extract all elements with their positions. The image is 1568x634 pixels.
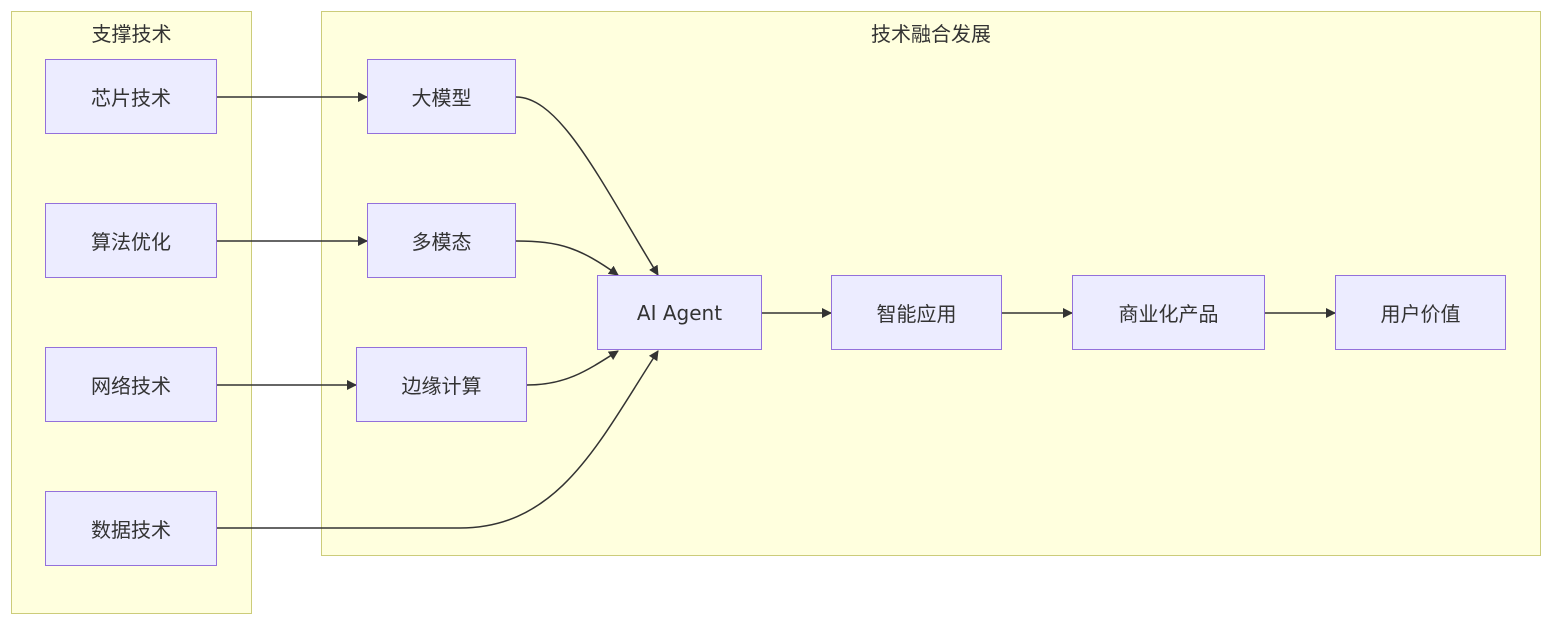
edge-llm-to-agent: [515, 96, 659, 276]
node-edge-computing[interactable]: 边缘计算: [356, 347, 527, 422]
node-smart-application[interactable]: 智能应用: [831, 275, 1002, 350]
node-large-model[interactable]: 大模型: [367, 59, 516, 134]
node-user-value[interactable]: 用户价值: [1335, 275, 1506, 350]
edge-edge-to-agent: [526, 350, 619, 386]
node-network-tech[interactable]: 网络技术: [45, 347, 217, 422]
node-ai-agent[interactable]: AI Agent: [597, 275, 762, 350]
node-multimodal[interactable]: 多模态: [367, 203, 516, 278]
node-chip-tech[interactable]: 芯片技术: [45, 59, 217, 134]
node-algorithm-optimization[interactable]: 算法优化: [45, 203, 217, 278]
node-commercial-product[interactable]: 商业化产品: [1072, 275, 1265, 350]
edge-data-to-agent: [217, 350, 659, 529]
edge-multimodal-to-agent: [515, 240, 619, 276]
cluster-title-support-tech: 支撑技术: [91, 22, 172, 46]
node-data-tech[interactable]: 数据技术: [45, 491, 217, 566]
cluster-title-tech-fusion: 技术融合发展: [871, 22, 991, 46]
